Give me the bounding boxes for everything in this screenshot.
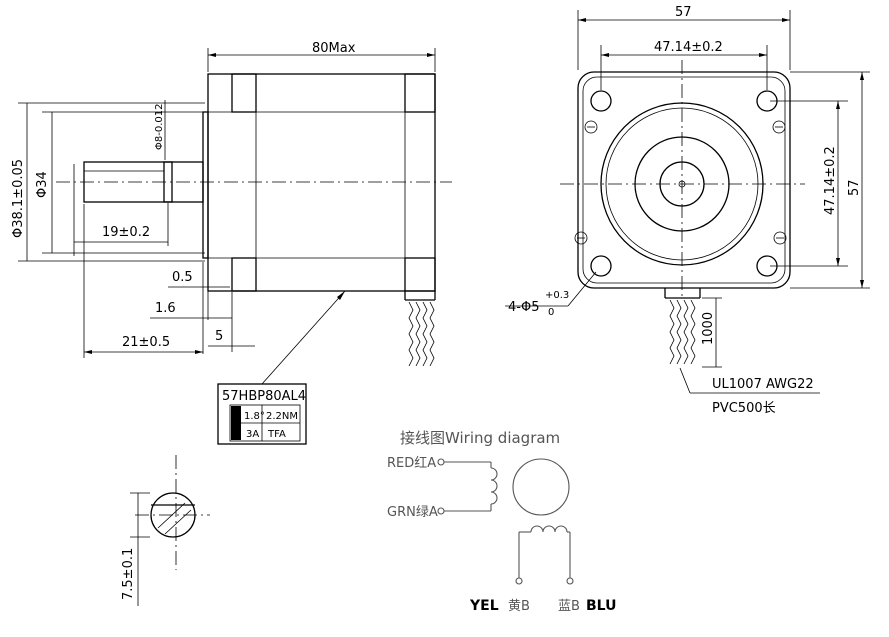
hole-spacing-h-label: 47.14±0.2	[654, 40, 723, 55]
pilot-diameter-label: Φ38.1±0.05	[11, 159, 26, 238]
nameplate-torque: 2.2NM	[266, 411, 298, 422]
shaft-section: 7.5±0.1	[121, 455, 210, 606]
holes-tol-upper: +0.3	[545, 290, 569, 301]
nameplate-current: 3A	[246, 429, 259, 440]
shaft-tolerance-label: Φ8-0.012	[154, 104, 165, 150]
side-cable	[404, 291, 436, 367]
dim-0-5-label: 0.5	[172, 270, 193, 285]
side-view: 80Max Φ38.1±0.05 Φ34 Φ8-0.012 19±0.2 0.5…	[11, 41, 452, 385]
dim-5-label: 5	[215, 329, 223, 344]
length-80max-label: 80Max	[312, 41, 356, 56]
flange-diameter-label: Φ34	[35, 171, 50, 198]
dim-1-6-label: 1.6	[155, 301, 176, 316]
grn-wire-label: GRN绿A	[387, 505, 438, 520]
height-57-label: 57	[847, 179, 862, 196]
red-wire-label: RED红A	[387, 455, 436, 471]
front-cap-top	[231, 73, 257, 113]
front-flange	[577, 71, 791, 289]
rear-cap-top	[404, 73, 436, 113]
holes-tol-lower: 0	[548, 307, 554, 318]
yel-en-label: YEL	[469, 598, 499, 614]
shaft-length-label: 21±0.5	[122, 335, 170, 350]
width-57-label: 57	[675, 5, 692, 20]
front-cable	[664, 288, 701, 365]
front-view: 57 47.14±0.2 47.14±0.2 57 4-Φ5 +0.3 0	[505, 5, 870, 416]
flat-length-label: 19±0.2	[102, 225, 150, 240]
rear-cap-bottom	[404, 257, 436, 292]
blu-en-label: BLU	[586, 598, 616, 614]
pilot-boss	[202, 111, 209, 259]
mounting-hole-tl	[590, 90, 612, 112]
yel-cn-label: 黄B	[508, 599, 530, 614]
wiring-title: 接线图Wiring diagram	[400, 429, 560, 447]
nameplate-code: TFA	[267, 429, 286, 440]
nameplate-model: 57HBP80AL4	[222, 389, 306, 404]
motor-symbol	[512, 458, 570, 516]
wire-spec-label: UL1007 AWG22	[712, 377, 814, 392]
holes-label: 4-Φ5	[508, 300, 539, 315]
blu-cn-label: 蓝B	[558, 599, 580, 614]
sleeve-spec-label: PVC500长	[712, 401, 776, 416]
cable-length-label: 1000	[701, 312, 716, 345]
front-cap-bottom	[231, 257, 257, 292]
shaft-cross-section	[150, 492, 196, 538]
nameplate: 57HBP80AL4 1.8° 2.2NM 3A TFA	[217, 383, 307, 445]
flat-depth-label: 7.5±0.1	[121, 548, 136, 600]
nameplate-step-angle: 1.8°	[244, 411, 265, 422]
hole-spacing-v-label: 47.14±0.2	[823, 146, 838, 215]
mounting-hole-bl	[590, 255, 612, 277]
wiring-diagram: 接线图Wiring diagram RED红A GRN绿A YEL 黄B 蓝B …	[387, 429, 616, 614]
